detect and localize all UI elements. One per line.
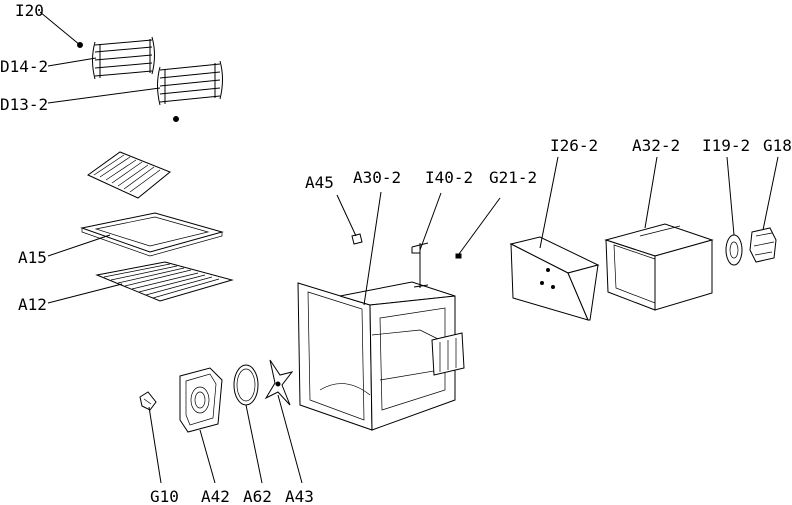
grill-rack [87, 151, 171, 199]
oven-cavity-a30-2 [297, 281, 465, 431]
clip-a45 [351, 233, 363, 245]
label-a12: A12 [18, 295, 47, 314]
label-i26-2: I26-2 [550, 136, 598, 155]
label-d13-2: D13-2 [0, 95, 48, 114]
screw-dot-d13 [173, 116, 179, 122]
label-g10: G10 [150, 487, 179, 505]
label-i19-2: I19-2 [702, 136, 750, 155]
label-a62: A62 [243, 487, 272, 505]
wire-rack-d14-2 [92, 36, 155, 80]
label-a43: A43 [285, 487, 314, 505]
wire-shelf-a12 [95, 261, 234, 302]
label-a30-2: A30-2 [353, 168, 401, 187]
baking-tray-a15 [80, 212, 224, 257]
fan-blade-a43 [264, 359, 294, 406]
wire-rack-d13-2 [157, 60, 223, 106]
label-g18: G18 [763, 136, 792, 155]
lamp-cover-g10 [139, 391, 157, 411]
label-a15: A15 [18, 248, 47, 267]
label-a32-2: A32-2 [632, 136, 680, 155]
label-i40-2: I40-2 [425, 168, 473, 187]
label-d14-2: D14-2 [0, 57, 48, 76]
label-g21-2: G21-2 [489, 168, 537, 187]
insulation-shroud-a32-2 [604, 223, 714, 311]
bracket-i40-2 [411, 242, 429, 288]
gasket-ring-a62 [233, 364, 259, 406]
label-a45: A45 [305, 173, 334, 192]
fan-motor-i19-2 [725, 234, 743, 266]
label-i20: I20 [15, 1, 44, 20]
leader-lines [39, 11, 779, 484]
motor-part-g18 [749, 227, 777, 263]
label-a42: A42 [201, 487, 230, 505]
nut-g21-2 [455, 253, 462, 259]
fan-cover-a42 [179, 367, 223, 433]
insulation-panel-i26-2 [509, 236, 600, 321]
